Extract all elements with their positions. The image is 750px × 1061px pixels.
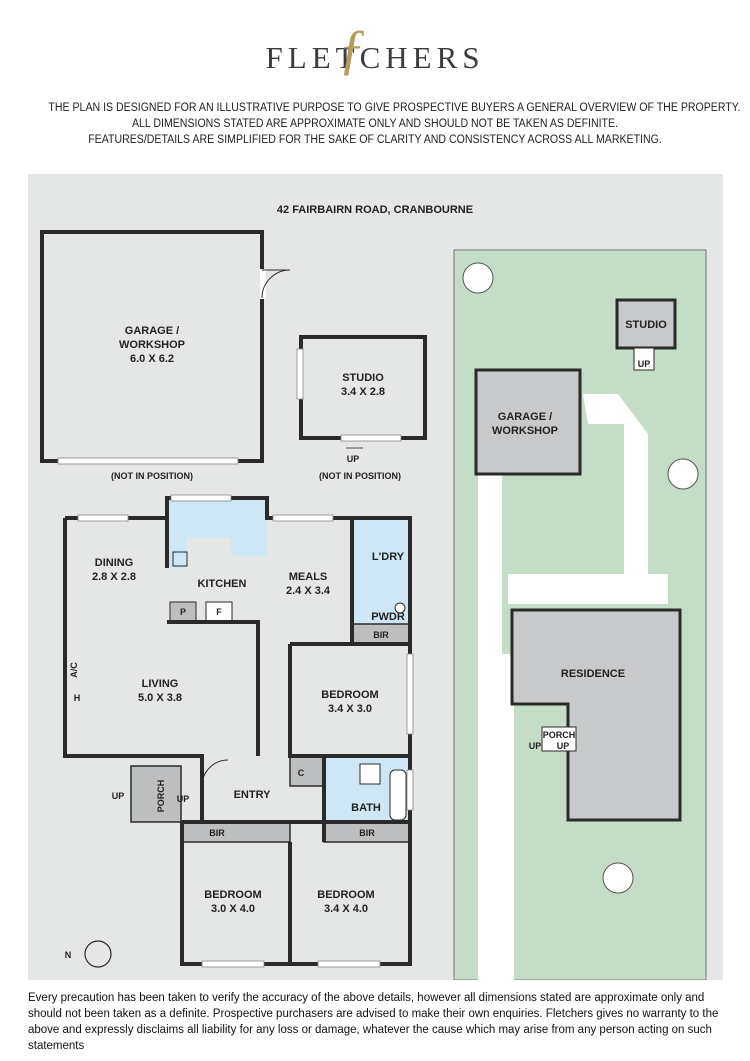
- disclaimer-top-line-1: THE PLAN IS DESIGNED FOR AN ILLUSTRATIVE…: [48, 102, 741, 114]
- disclaimer-top-line-3: FEATURES/DETAILS ARE SIMPLIFIED FOR THE …: [88, 134, 662, 146]
- site-porch-label: PORCH: [543, 730, 576, 740]
- bir-label-laundry: BIR: [373, 630, 389, 640]
- entry-up: UP: [177, 794, 190, 804]
- entry-label: ENTRY: [234, 789, 272, 801]
- bedroom-right-label: BEDROOM: [317, 889, 374, 901]
- site-studio-up: UP: [638, 359, 651, 369]
- address-title: 42 FAIRBAIRN ROAD, CRANBOURNE: [277, 204, 473, 216]
- living-label: LIVING: [142, 678, 179, 690]
- entry-door-icon: [201, 759, 229, 787]
- studio-label: STUDIO: [342, 372, 384, 384]
- tree-icon: [462, 262, 494, 294]
- ac-label: A/C: [69, 662, 79, 678]
- bedroom-left-label: BEDROOM: [204, 889, 261, 901]
- studio-up: UP: [347, 454, 360, 464]
- north-label: N: [65, 950, 72, 960]
- site-garage-label-2: WORKSHOP: [492, 425, 558, 437]
- laundry-label: L'DRY: [372, 551, 405, 563]
- garage-label-1: GARAGE /: [125, 325, 179, 337]
- residence-plan: PORCH UP UP DINING 2.8 X 2.8 KITCHEN MEA…: [63, 494, 414, 968]
- garage-building: GARAGE / WORKSHOP 6.0 X 6.2 (NOT IN POSI…: [40, 230, 291, 481]
- studio-building: STUDIO 3.4 X 2.8 UP (NOT IN POSITION): [296, 335, 427, 481]
- site-studio-label: STUDIO: [625, 319, 667, 331]
- pantry-label: P: [180, 607, 186, 617]
- heater-label: H: [74, 693, 81, 703]
- studio-dims: 3.4 X 2.8: [341, 386, 385, 398]
- garage-label-2: WORKSHOP: [119, 339, 185, 351]
- porch-label: PORCH: [156, 780, 166, 813]
- site-garage: [474, 368, 582, 476]
- toilet-icon: [394, 602, 406, 614]
- site-residence: [510, 608, 682, 822]
- bath-label: BATH: [351, 802, 381, 814]
- north-arrow-icon: [84, 940, 112, 968]
- garage-note: (NOT IN POSITION): [111, 471, 193, 481]
- site-residence-label: RESIDENCE: [561, 668, 625, 680]
- porch-box: [130, 765, 182, 823]
- fridge-label: F: [216, 607, 222, 617]
- bedroom-left-dims: 3.0 X 4.0: [211, 903, 255, 915]
- garage-dims: 6.0 X 6.2: [130, 353, 174, 365]
- shower-icon: [359, 763, 381, 785]
- logo-f-flourish-icon: ƒ: [338, 19, 366, 81]
- bedroom-mid-dims: 3.4 X 3.0: [328, 703, 372, 715]
- studio-note: (NOT IN POSITION): [319, 471, 401, 481]
- bedroom-right-dims: 3.4 X 4.0: [324, 903, 368, 915]
- bedroom-mid-label: BEDROOM: [321, 689, 378, 701]
- dining-dims: 2.8 X 2.8: [92, 571, 136, 583]
- kitchen-label: KITCHEN: [198, 578, 247, 590]
- brand-logo: FLETCHERS: [265, 40, 485, 75]
- powder-label: PWDR: [371, 611, 405, 623]
- site-porch-up-right: UP: [557, 741, 570, 751]
- cupboard-label: C: [298, 768, 305, 778]
- disclaimer-top: THE PLAN IS DESIGNED FOR AN ILLUSTRATIVE…: [48, 100, 741, 148]
- disclaimer-top-line-2: ALL DIMENSIONS STATED ARE APPROXIMATE ON…: [131, 118, 619, 130]
- meals-label: MEALS: [289, 571, 328, 583]
- floorplan-svg: 42 FAIRBAIRN ROAD, CRANBOURNE GARAGE / W…: [28, 174, 723, 981]
- dining-label: DINING: [95, 557, 134, 569]
- bathtub-icon: [389, 769, 407, 821]
- site-garage-label-1: GARAGE /: [498, 411, 552, 423]
- living-dims: 5.0 X 3.8: [138, 692, 182, 704]
- floorplan-panel: 42 FAIRBAIRN ROAD, CRANBOURNE GARAGE / W…: [28, 174, 723, 985]
- site-porch-up-left: UP: [529, 741, 542, 751]
- cooktop-icon: [172, 551, 188, 567]
- site-plan: STUDIO UP GARAGE / WORKSHOP RESIDENCE PO…: [453, 249, 707, 981]
- tree-icon: [602, 862, 634, 894]
- bir-label-right: BIR: [359, 828, 375, 838]
- tree-icon: [667, 458, 699, 490]
- disclaimer-bottom: Every precaution has been taken to verif…: [28, 992, 719, 1052]
- bir-label-left: BIR: [209, 828, 225, 838]
- meals-dims: 2.4 X 3.4: [286, 585, 331, 597]
- porch-up: UP: [112, 791, 125, 801]
